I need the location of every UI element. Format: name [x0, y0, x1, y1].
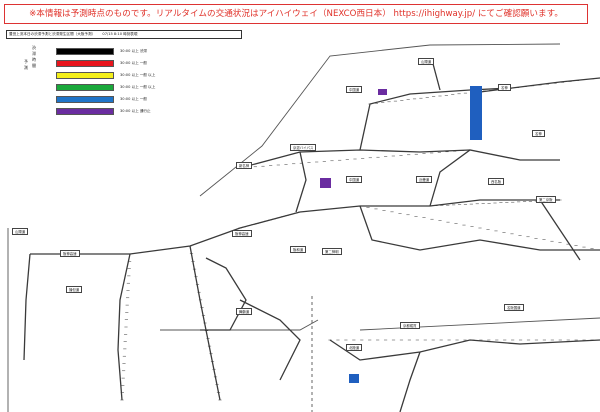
interchange-box: 山陽道: [12, 228, 29, 235]
interchange-box: 近畿道: [416, 176, 433, 183]
jam-segment-blue: [470, 86, 482, 140]
forecast-date: 07/15 8:10 時刻表現: [102, 32, 138, 36]
route-lower-east: [359, 205, 600, 251]
notice-banner: ※本情報は予測時点のものです。リアルタイムの交通状況はアイハイウェイ（NEXCO…: [4, 4, 588, 24]
route-bay-line: [239, 299, 301, 381]
legend-label: 30:00 以上 渋滞: [120, 49, 148, 53]
legend-swatch: [56, 84, 114, 91]
interchange-box: 山陽道: [418, 58, 435, 65]
interchange-box: 名阪国道: [504, 304, 524, 311]
route-west-line: [23, 253, 31, 361]
legend-swatch: [56, 96, 114, 103]
interchange-box: 阪神高速: [232, 230, 252, 237]
region-boundary-upper: [199, 43, 561, 197]
interchange-box: 京滋バイパス: [290, 144, 317, 151]
legend-label: 30:00 以上 通行止: [120, 109, 151, 113]
forecast-header: 豊田上流本日の渋滞予測と渋滞発生区間（大阪予測） 07/15 8:10 時刻表現: [6, 30, 242, 39]
interchange-ticks: [120, 77, 600, 401]
expressway-network: [23, 59, 600, 412]
interchange-box: 名神: [498, 84, 511, 91]
legend-label: 30:00 以上 一般 以上: [120, 85, 156, 89]
legend-label: 30:00 以上 一般: [120, 61, 148, 65]
legend-heading-time: 渋滞時間: [32, 45, 36, 68]
route-north-spur: [431, 59, 441, 91]
route-sw-line: [117, 253, 131, 401]
route-bottom-line: [329, 339, 600, 361]
legend-swatch: [56, 108, 114, 115]
jam-segment-purple: [320, 178, 331, 188]
interchange-box: 中国道: [346, 176, 363, 183]
interchange-box: 阪和道: [290, 246, 307, 253]
interchange-box: 播但道: [66, 286, 83, 293]
legend-swatch: [56, 60, 114, 67]
route-mid-link: [295, 151, 307, 213]
jam-segment-purple-north: [378, 89, 387, 95]
interchange-box: 北陸道: [346, 344, 363, 351]
interchange-box: 西名阪: [488, 178, 505, 185]
interchange-box: 舞鶴道: [236, 308, 253, 315]
interchange-box: 中国道: [346, 86, 363, 93]
region-boundary-bottom: [160, 319, 319, 331]
route-east-spur: [539, 199, 581, 261]
interchange-box: 第二神明: [322, 248, 342, 255]
legend-label: 30:00 以上 一般 以上: [120, 73, 156, 77]
route-south-line: [189, 245, 221, 401]
region-boundary-right: [359, 317, 600, 331]
legend-swatch: [56, 72, 114, 79]
interchange-box: 名神: [532, 130, 545, 137]
interchange-box: 第二京阪: [536, 196, 556, 203]
map-boundaries: [7, 43, 600, 412]
jam-segment-blue-south: [349, 374, 359, 383]
route-inner-loop: [200, 257, 247, 331]
forecast-title: 豊田上流本日の渋滞予測と渋滞発生区間（大阪予測）: [9, 32, 96, 36]
route-north-line: [359, 87, 511, 151]
interchange-box: 京都縦貫: [400, 322, 420, 329]
interchange-box: 新名神: [236, 162, 253, 169]
legend-swatch: [56, 48, 114, 55]
legend-heading-extra: 予測: [24, 59, 28, 70]
legend-label: 30:00 以上 一般: [120, 97, 148, 101]
route-bottom-branch: [399, 351, 421, 412]
congestion-segments: [320, 86, 482, 383]
interchange-box: 阪神高速: [60, 250, 80, 257]
